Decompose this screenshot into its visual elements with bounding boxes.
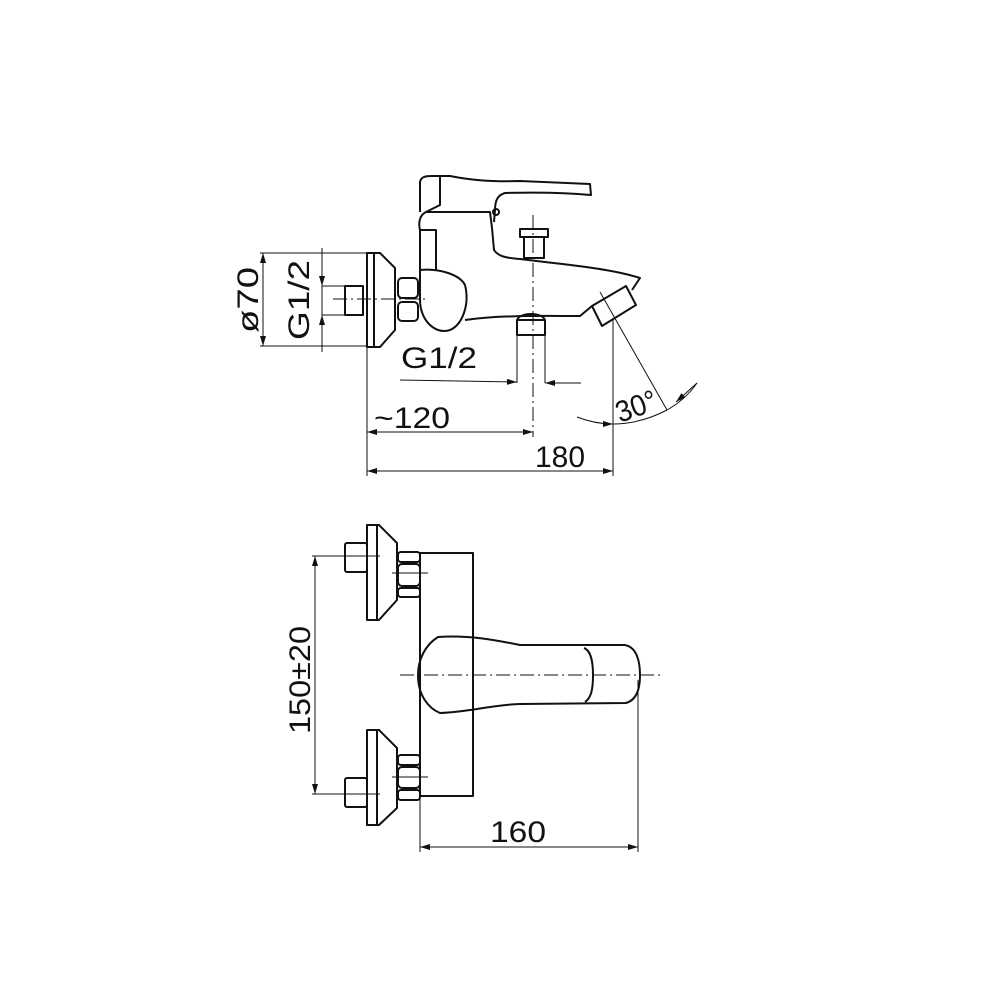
dim-centre-distance: ~120 xyxy=(366,347,533,476)
mixer-body xyxy=(418,211,641,332)
dim-projection: 180 xyxy=(367,318,614,476)
bottom-outlet xyxy=(516,313,546,383)
dim-centre-distance-label: ~120 xyxy=(374,402,450,435)
dim-spout-angle-label: 30° xyxy=(611,384,662,429)
upper-inlet xyxy=(344,524,428,621)
dim-inlet-spacing-label: 150±20 xyxy=(284,626,317,734)
inlet-stub xyxy=(344,285,364,316)
dim-flange-diameter: ø70 xyxy=(232,252,367,347)
dim-outlet-thread-label: G1/2 xyxy=(401,342,477,375)
dim-flange-diameter-label: ø70 xyxy=(232,267,265,333)
dim-spout-length-label: 160 xyxy=(490,816,546,849)
dim-outlet-thread: G1/2 xyxy=(399,342,581,386)
dim-projection-label: 180 xyxy=(535,441,585,474)
spout-outlet xyxy=(591,285,637,327)
dim-inlet-thread-label: G1/2 xyxy=(283,260,316,340)
connector-nut xyxy=(397,277,419,322)
diverter-knob xyxy=(519,228,549,259)
dim-inlet-spacing: 150±20 xyxy=(284,555,380,795)
dim-inlet-thread: G1/2 xyxy=(283,248,345,352)
wall-flange xyxy=(366,252,396,348)
side-view: ø70 G1/2 G1/2 ~120 180 xyxy=(232,175,698,476)
dim-spout-length: 160 xyxy=(419,680,639,852)
lever-handle xyxy=(419,175,592,223)
lower-inlet xyxy=(344,729,428,826)
top-view: 150±20 160 xyxy=(284,524,662,852)
